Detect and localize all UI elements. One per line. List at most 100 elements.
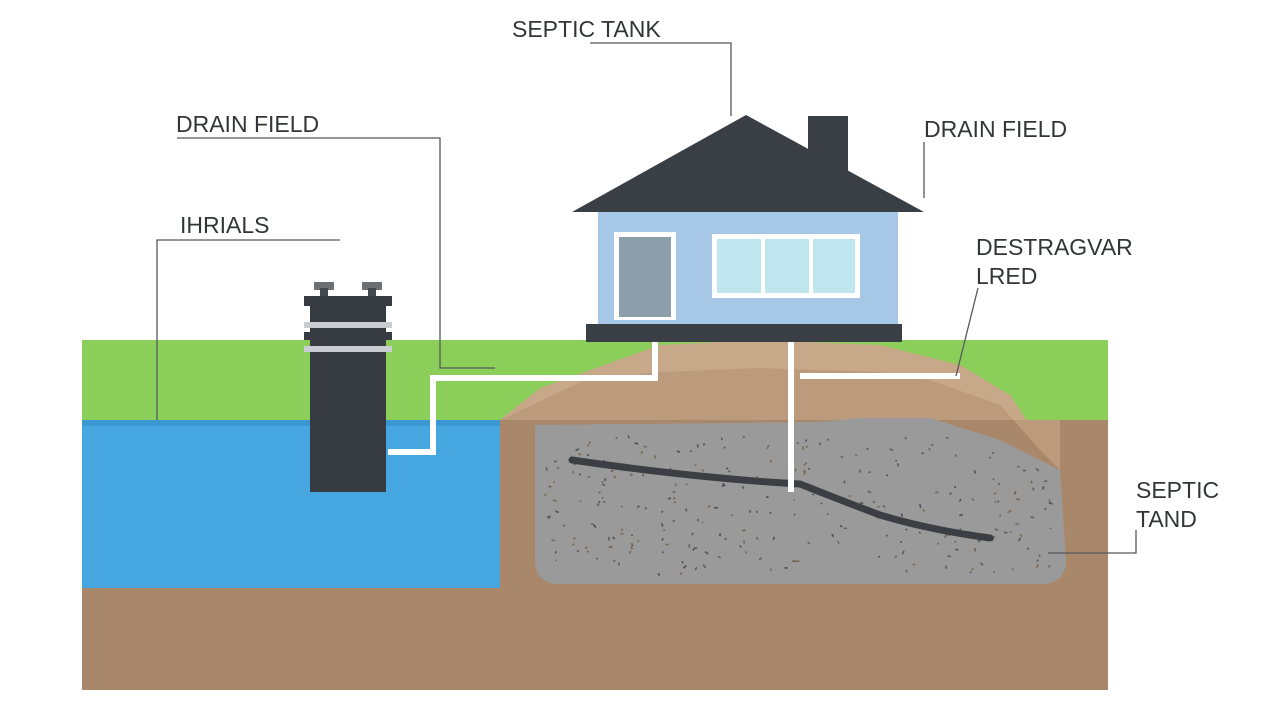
gravel-speck: [796, 442, 800, 445]
gravel-speck: [889, 448, 894, 452]
gravel-speck: [997, 500, 1000, 503]
tank-lid-stem-right: [368, 288, 376, 298]
gravel-speck: [766, 496, 769, 499]
gravel-speck: [905, 528, 908, 531]
gravel-speck: [741, 485, 745, 490]
gravel-speck: [819, 502, 823, 505]
gravel-speck: [718, 533, 722, 537]
gravel-speck: [969, 571, 972, 574]
gravel-speck: [882, 504, 886, 508]
gravel-speck: [904, 436, 907, 440]
gravel-speck: [597, 500, 601, 504]
gravel-speck: [701, 468, 705, 472]
gravel-speck: [1016, 498, 1021, 501]
gravel-speck: [944, 534, 948, 539]
gravel-speck: [934, 491, 939, 494]
gravel-speck: [644, 507, 648, 510]
gravel-speck: [688, 544, 691, 548]
gravel-speck: [601, 480, 604, 484]
gravel-speck: [745, 551, 748, 554]
gravel-speck: [1011, 568, 1014, 571]
gravel-speck: [1035, 564, 1039, 569]
gravel-speck: [769, 568, 772, 571]
gravel-speck: [731, 514, 734, 517]
gravel-speck: [1016, 465, 1020, 468]
gravel-speck: [947, 555, 951, 558]
gravel-speck: [674, 501, 676, 504]
gravel-speck: [724, 537, 728, 541]
gravel-speck: [792, 560, 797, 563]
gravel-speck: [1015, 522, 1020, 526]
gravel-speck: [725, 467, 729, 470]
gravel-speck: [1026, 547, 1030, 551]
gravel-speck: [858, 469, 862, 473]
gravel-speck: [958, 513, 964, 517]
gravel-speck: [618, 562, 620, 566]
label-ihrials: IHRIALS: [180, 212, 269, 238]
gravel-speck: [681, 560, 684, 564]
gravel-speck: [945, 565, 948, 569]
gravel-speck: [694, 566, 698, 571]
gravel-speck: [973, 470, 977, 474]
gravel-speck: [878, 555, 881, 558]
gravel-speck: [584, 546, 588, 550]
gravel-speck: [607, 536, 610, 541]
gravel-speck: [544, 493, 547, 496]
sand-mound-top: [500, 368, 1060, 470]
gravel-speck: [689, 450, 693, 453]
gravel-speck: [1042, 486, 1045, 490]
gravel-speck: [554, 550, 557, 554]
gravel-speck: [844, 527, 847, 530]
gravel-speck: [676, 450, 681, 453]
gravel-speck: [661, 551, 665, 554]
gravel-speck: [877, 505, 880, 508]
gravel-speck: [977, 540, 981, 542]
gravel-speck: [598, 491, 601, 494]
gravel-speck: [601, 496, 604, 499]
gravel-speck: [793, 513, 796, 516]
gravel-speck: [803, 470, 806, 473]
gravel-speck: [743, 540, 746, 544]
gravel-speck: [551, 539, 556, 542]
gravel-speck: [826, 438, 830, 442]
gravel-speck: [685, 483, 688, 486]
gravel-speck: [1036, 559, 1039, 562]
gravel-speck: [556, 466, 560, 470]
house-window-pane-3: [813, 239, 855, 293]
drain-pipe: [568, 456, 994, 542]
gravel-speck: [997, 483, 1001, 486]
gravel-speck: [839, 524, 843, 528]
gravel-speck: [547, 515, 551, 519]
gravel-speck: [576, 549, 580, 553]
gravel-speck: [840, 455, 844, 459]
gravel-speck: [755, 536, 759, 540]
gravel-speck: [660, 522, 664, 527]
gravel-speck: [630, 544, 634, 547]
gravel-bed: [535, 418, 1066, 584]
gravel-speck: [587, 444, 590, 447]
gravel-speck: [738, 545, 742, 548]
gravel-speck: [959, 528, 962, 531]
pipes: [388, 338, 960, 492]
gravel-speck: [704, 551, 709, 555]
gravel-speck: [697, 518, 700, 522]
house-foundation: [586, 324, 902, 342]
gravel-speck: [919, 503, 922, 509]
gravel-speck: [992, 478, 995, 481]
gravel-speck: [928, 447, 931, 451]
tank-band-2: [304, 332, 392, 340]
gravel-speck: [836, 540, 840, 545]
gravel-speck: [579, 500, 582, 503]
tank-lid-knob-right: [362, 282, 382, 290]
water-body: [82, 420, 500, 588]
gravel-speck: [610, 469, 614, 473]
leader-destragvar: [955, 287, 979, 377]
gravel-speck: [643, 445, 648, 449]
gravel-speck: [1007, 509, 1012, 514]
gravel-speck: [552, 499, 557, 502]
gravel-speck: [596, 503, 600, 507]
gravel-speck: [796, 560, 800, 563]
gravel-speck: [896, 463, 900, 467]
gravel-speck: [1017, 537, 1022, 542]
